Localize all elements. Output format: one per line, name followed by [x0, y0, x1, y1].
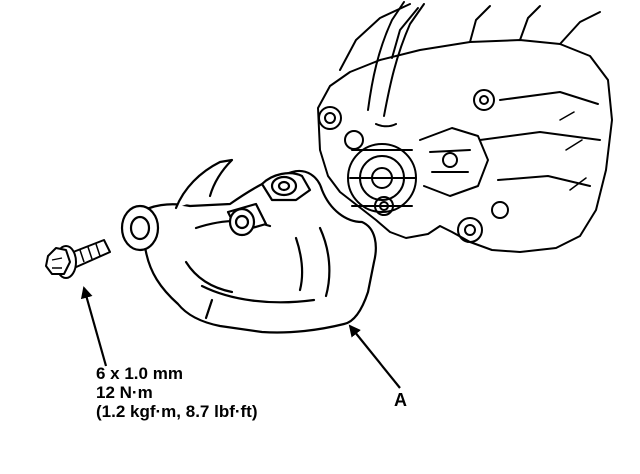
bolt-spec-arrow — [80, 286, 108, 367]
bolt-size-label: 6 x 1.0 mm — [96, 364, 183, 383]
bolt — [45, 239, 111, 279]
engine-block — [317, 1, 613, 253]
callout-a-arrow — [348, 324, 401, 389]
bolt-torque-label: 12 N·m — [96, 383, 153, 402]
callout-a-label: A — [394, 390, 407, 410]
bolt-torque-alt-label: (1.2 kgf·m, 8.7 lbf·ft) — [96, 402, 258, 421]
cover-part-a — [120, 158, 377, 334]
